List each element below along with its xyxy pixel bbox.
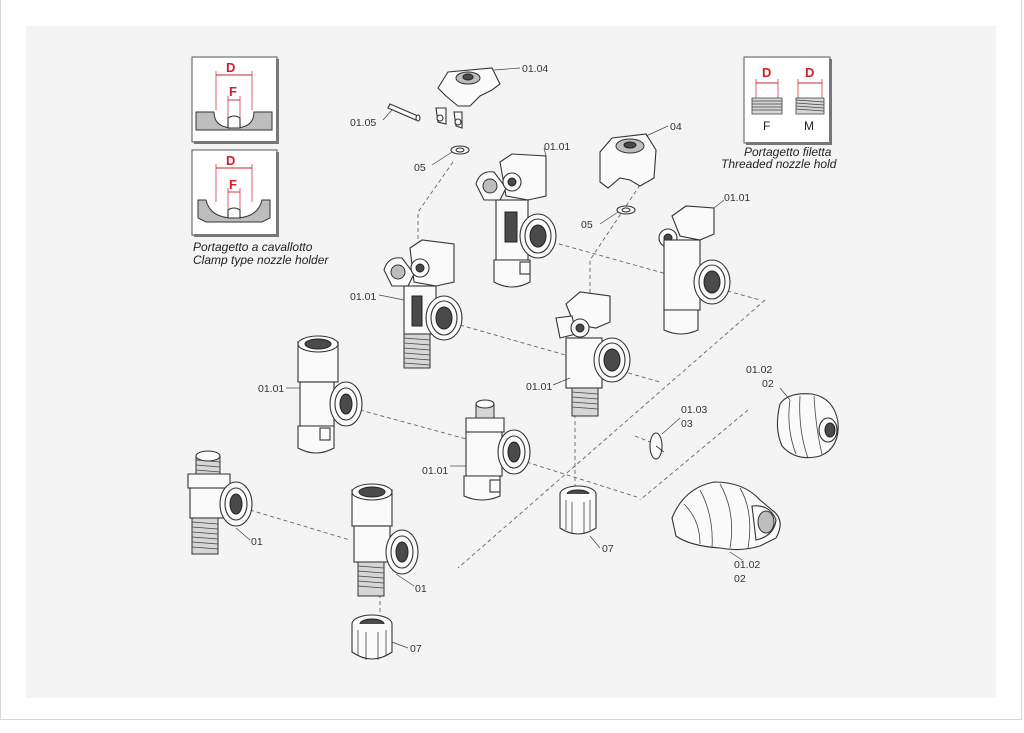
label-04: 04 (670, 121, 682, 133)
threaded-m-label: M (804, 119, 814, 133)
clamp-top-f-label: F (229, 84, 237, 99)
label-0101-top: 01.01 (544, 141, 570, 153)
label-07-bottom: 07 (410, 643, 422, 655)
label-0103-b: 03 (681, 418, 693, 430)
label-0101-mid: 01.01 (258, 383, 284, 395)
nozzle-body-left-mid (286, 335, 363, 454)
clamp-caption-it: Portagetto a cavallotto (193, 240, 313, 254)
threaded-caption-it: Portagetto filetta (744, 145, 832, 159)
nut-07-right (559, 485, 601, 549)
threaded-inset: D D F M (743, 56, 832, 145)
clamp-part-0104 (435, 67, 521, 129)
label-01-left: 01 (251, 536, 263, 548)
cap-0102-bottom (671, 481, 781, 561)
threaded-f-label: F (763, 119, 770, 133)
label-0101-right: 01.01 (724, 192, 750, 204)
nozzle-body-center (552, 291, 631, 417)
label-0101-left: 01.01 (350, 291, 376, 303)
threaded-d-left: D (762, 65, 771, 80)
filter-disc-0103 (649, 417, 681, 460)
label-0105: 01.05 (350, 117, 376, 129)
label-05-a: 05 (414, 162, 426, 174)
nozzle-body-bottom-left (187, 450, 253, 555)
label-0104: 01.04 (522, 63, 548, 75)
nozzle-body-bottom-center (351, 483, 419, 597)
label-0102-top-b: 02 (762, 378, 774, 390)
label-0101-center: 01.01 (526, 381, 552, 393)
threaded-caption-clip: Portagetto filetta Threaded nozzle hold (721, 145, 837, 171)
label-0102-bot-a: 01.02 (734, 559, 760, 571)
nozzle-body-top (475, 147, 557, 288)
washer-05-a (431, 145, 470, 166)
nozzle-body-mid (450, 399, 531, 501)
diagram-panel (26, 26, 996, 698)
label-0103-a: 01.03 (681, 404, 707, 416)
clamp-top-d-label: D (226, 60, 235, 75)
label-07-right: 07 (602, 543, 614, 555)
clamp-bottom-d-label: D (226, 153, 235, 168)
threaded-d-right: D (805, 65, 814, 80)
label-0101-low: 01.01 (422, 465, 448, 477)
clamp-inset-bottom: D F (191, 149, 279, 237)
nozzle-body-left-top (378, 239, 463, 369)
nut-07-bottom (351, 614, 409, 660)
part-labels: 01.04 01.05 05 01.01 04 05 01.01 01.01 0… (251, 63, 774, 655)
pin-0105 (382, 103, 421, 122)
label-0102-bot-b: 02 (734, 573, 746, 585)
label-05-b: 05 (581, 219, 593, 231)
label-01-center: 01 (415, 583, 427, 595)
cap-0102-top (776, 387, 839, 459)
threaded-caption-en: Threaded nozzle hold (721, 157, 837, 171)
label-0102-top-a: 01.02 (746, 364, 772, 376)
clamp-bottom-f-label: F (229, 177, 237, 192)
nozzle-body-right-top (658, 199, 731, 335)
washer-05-b (599, 205, 636, 225)
clamp-inset-top: D F (191, 56, 279, 144)
clamp-caption-en: Clamp type nozzle holder (193, 253, 329, 267)
clamp-part-04 (599, 125, 669, 189)
